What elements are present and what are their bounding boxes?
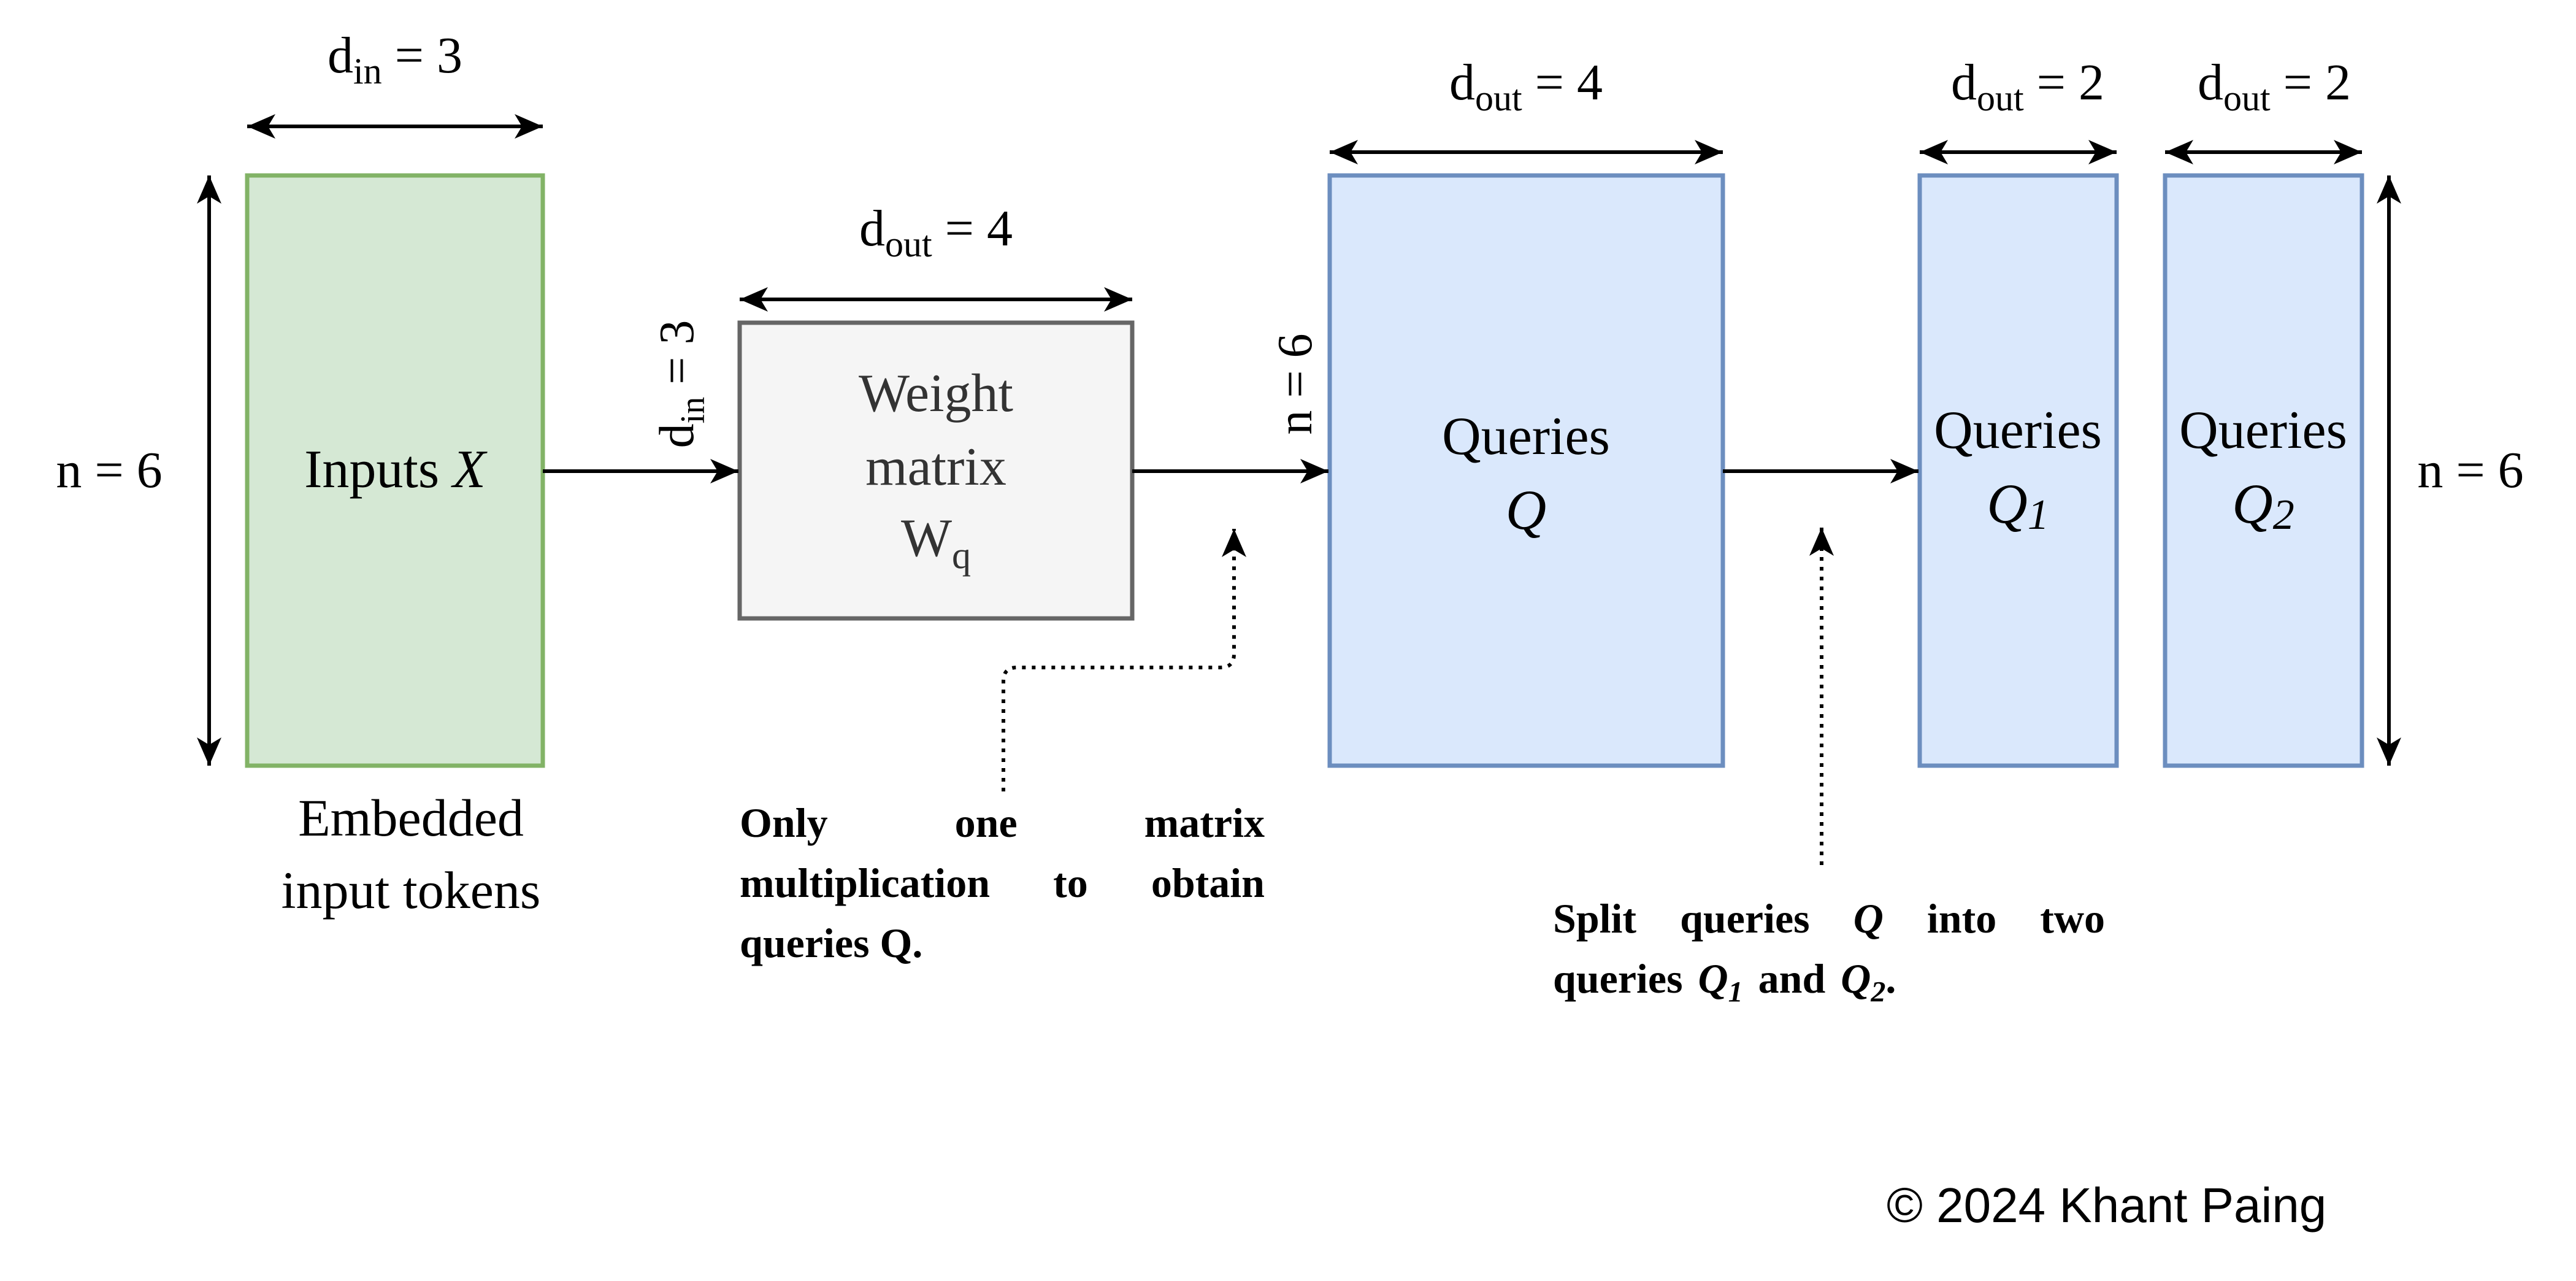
queries-q1-box — [1917, 173, 2119, 768]
weight-matrix-box — [737, 320, 1135, 621]
q2-var: Q2 — [2232, 472, 2294, 539]
split-note-q: Q — [1853, 895, 1884, 942]
split-note-q1-sub: 1 — [1728, 975, 1743, 1009]
matmul-note: Only one matrix multiplication to obtain… — [740, 799, 1265, 966]
queries-n-label: n = 6 — [1268, 333, 1322, 434]
q2-dout-label: dout = 2 — [2198, 54, 2351, 118]
queries-q2-box — [2163, 173, 2364, 768]
inputs-box — [245, 173, 545, 768]
split-note-part1: Split queries — [1553, 895, 1853, 942]
split-note-part4: . — [1885, 955, 1896, 1002]
queries-var: Q — [1506, 479, 1546, 541]
weight-dout-label: dout = 4 — [859, 200, 1013, 264]
weight-line3: Wq — [901, 509, 971, 577]
q1-var: Q1 — [1987, 472, 2049, 539]
q2-line1: Queries — [2179, 401, 2347, 460]
inputs-label: Inputs X — [304, 440, 488, 499]
split-note-q2: Q — [1841, 955, 1871, 1002]
inputs-n-label: n = 6 — [56, 442, 162, 499]
embedded-caption-line2: input tokens — [282, 861, 541, 920]
weight-din-label: din = 3 — [650, 320, 712, 448]
split-note: Split queries Q into two queries Q1 and … — [1553, 888, 2105, 1023]
inputs-din-label: din = 3 — [328, 27, 462, 91]
q1-dout-label: dout = 2 — [1951, 54, 2104, 118]
split-note-q2-sub: 2 — [1871, 975, 1886, 1009]
embedded-caption-line1: Embedded — [298, 788, 524, 847]
split-note-q1: Q — [1698, 955, 1728, 1002]
weight-line2: matrix — [865, 437, 1006, 497]
split-note-part3: and — [1742, 955, 1841, 1002]
split-note-part2: into two queries — [1553, 895, 2106, 1002]
q1-line1: Queries — [1934, 401, 2102, 460]
queries-box — [1327, 173, 1725, 768]
queries-line1: Queries — [1442, 407, 1610, 466]
split-n-label: n = 6 — [2417, 442, 2523, 499]
weight-line1: Weight — [859, 364, 1013, 423]
queries-dout-label: dout = 4 — [1449, 54, 1603, 118]
copyright: © 2024 Khant Paing — [1887, 1178, 2326, 1233]
